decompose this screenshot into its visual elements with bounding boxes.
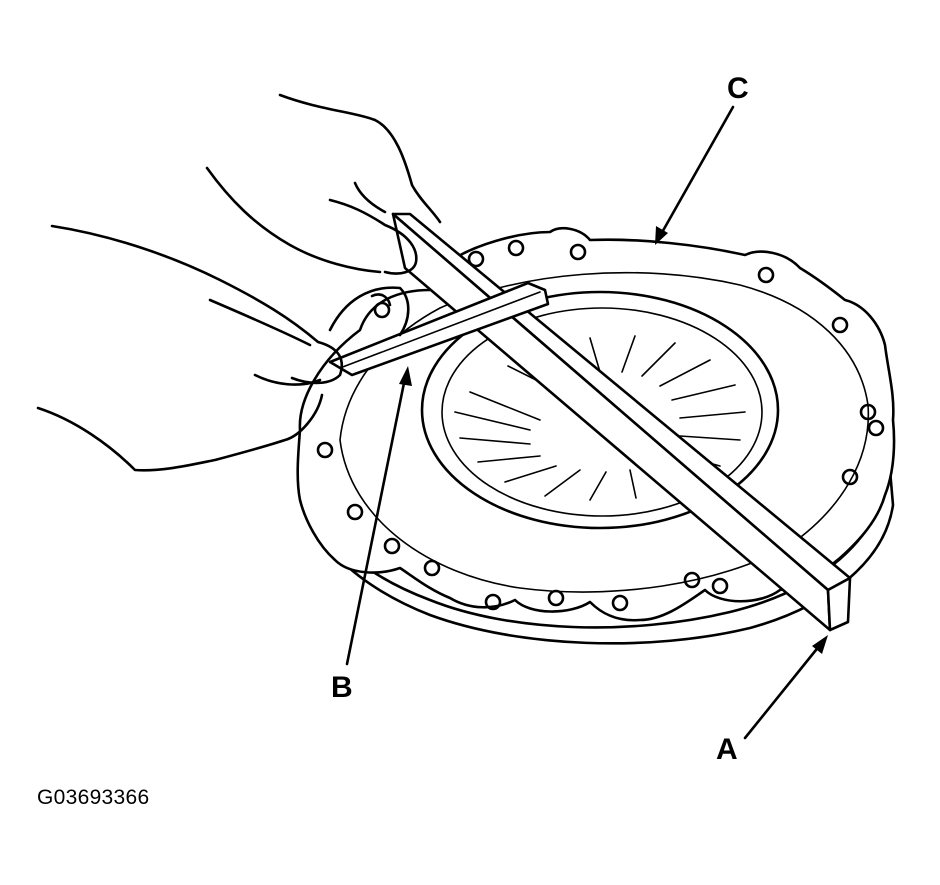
callout-label-c: C <box>727 72 749 105</box>
diaphragm-outer-ring <box>420 290 780 530</box>
leader-a-arrowhead <box>812 635 828 654</box>
upper-hand <box>205 93 442 275</box>
callout-label-a: A <box>716 733 738 766</box>
leader-b-arrowhead <box>399 366 412 386</box>
callout-leaders <box>345 105 828 740</box>
straight-edge-end-face <box>826 576 852 632</box>
bolt-holes <box>316 239 885 612</box>
diaphragm-inner-ring <box>441 307 763 517</box>
plate-lower-rim <box>298 468 895 645</box>
leader-c-arrowhead <box>655 226 668 245</box>
feeler-gauge-blade <box>328 281 550 377</box>
feeler-gauge <box>328 281 550 377</box>
hands <box>36 93 442 472</box>
lower-hand <box>36 224 410 472</box>
callout-label-b: B <box>331 671 353 704</box>
figure-code: G03693366 <box>37 786 150 809</box>
